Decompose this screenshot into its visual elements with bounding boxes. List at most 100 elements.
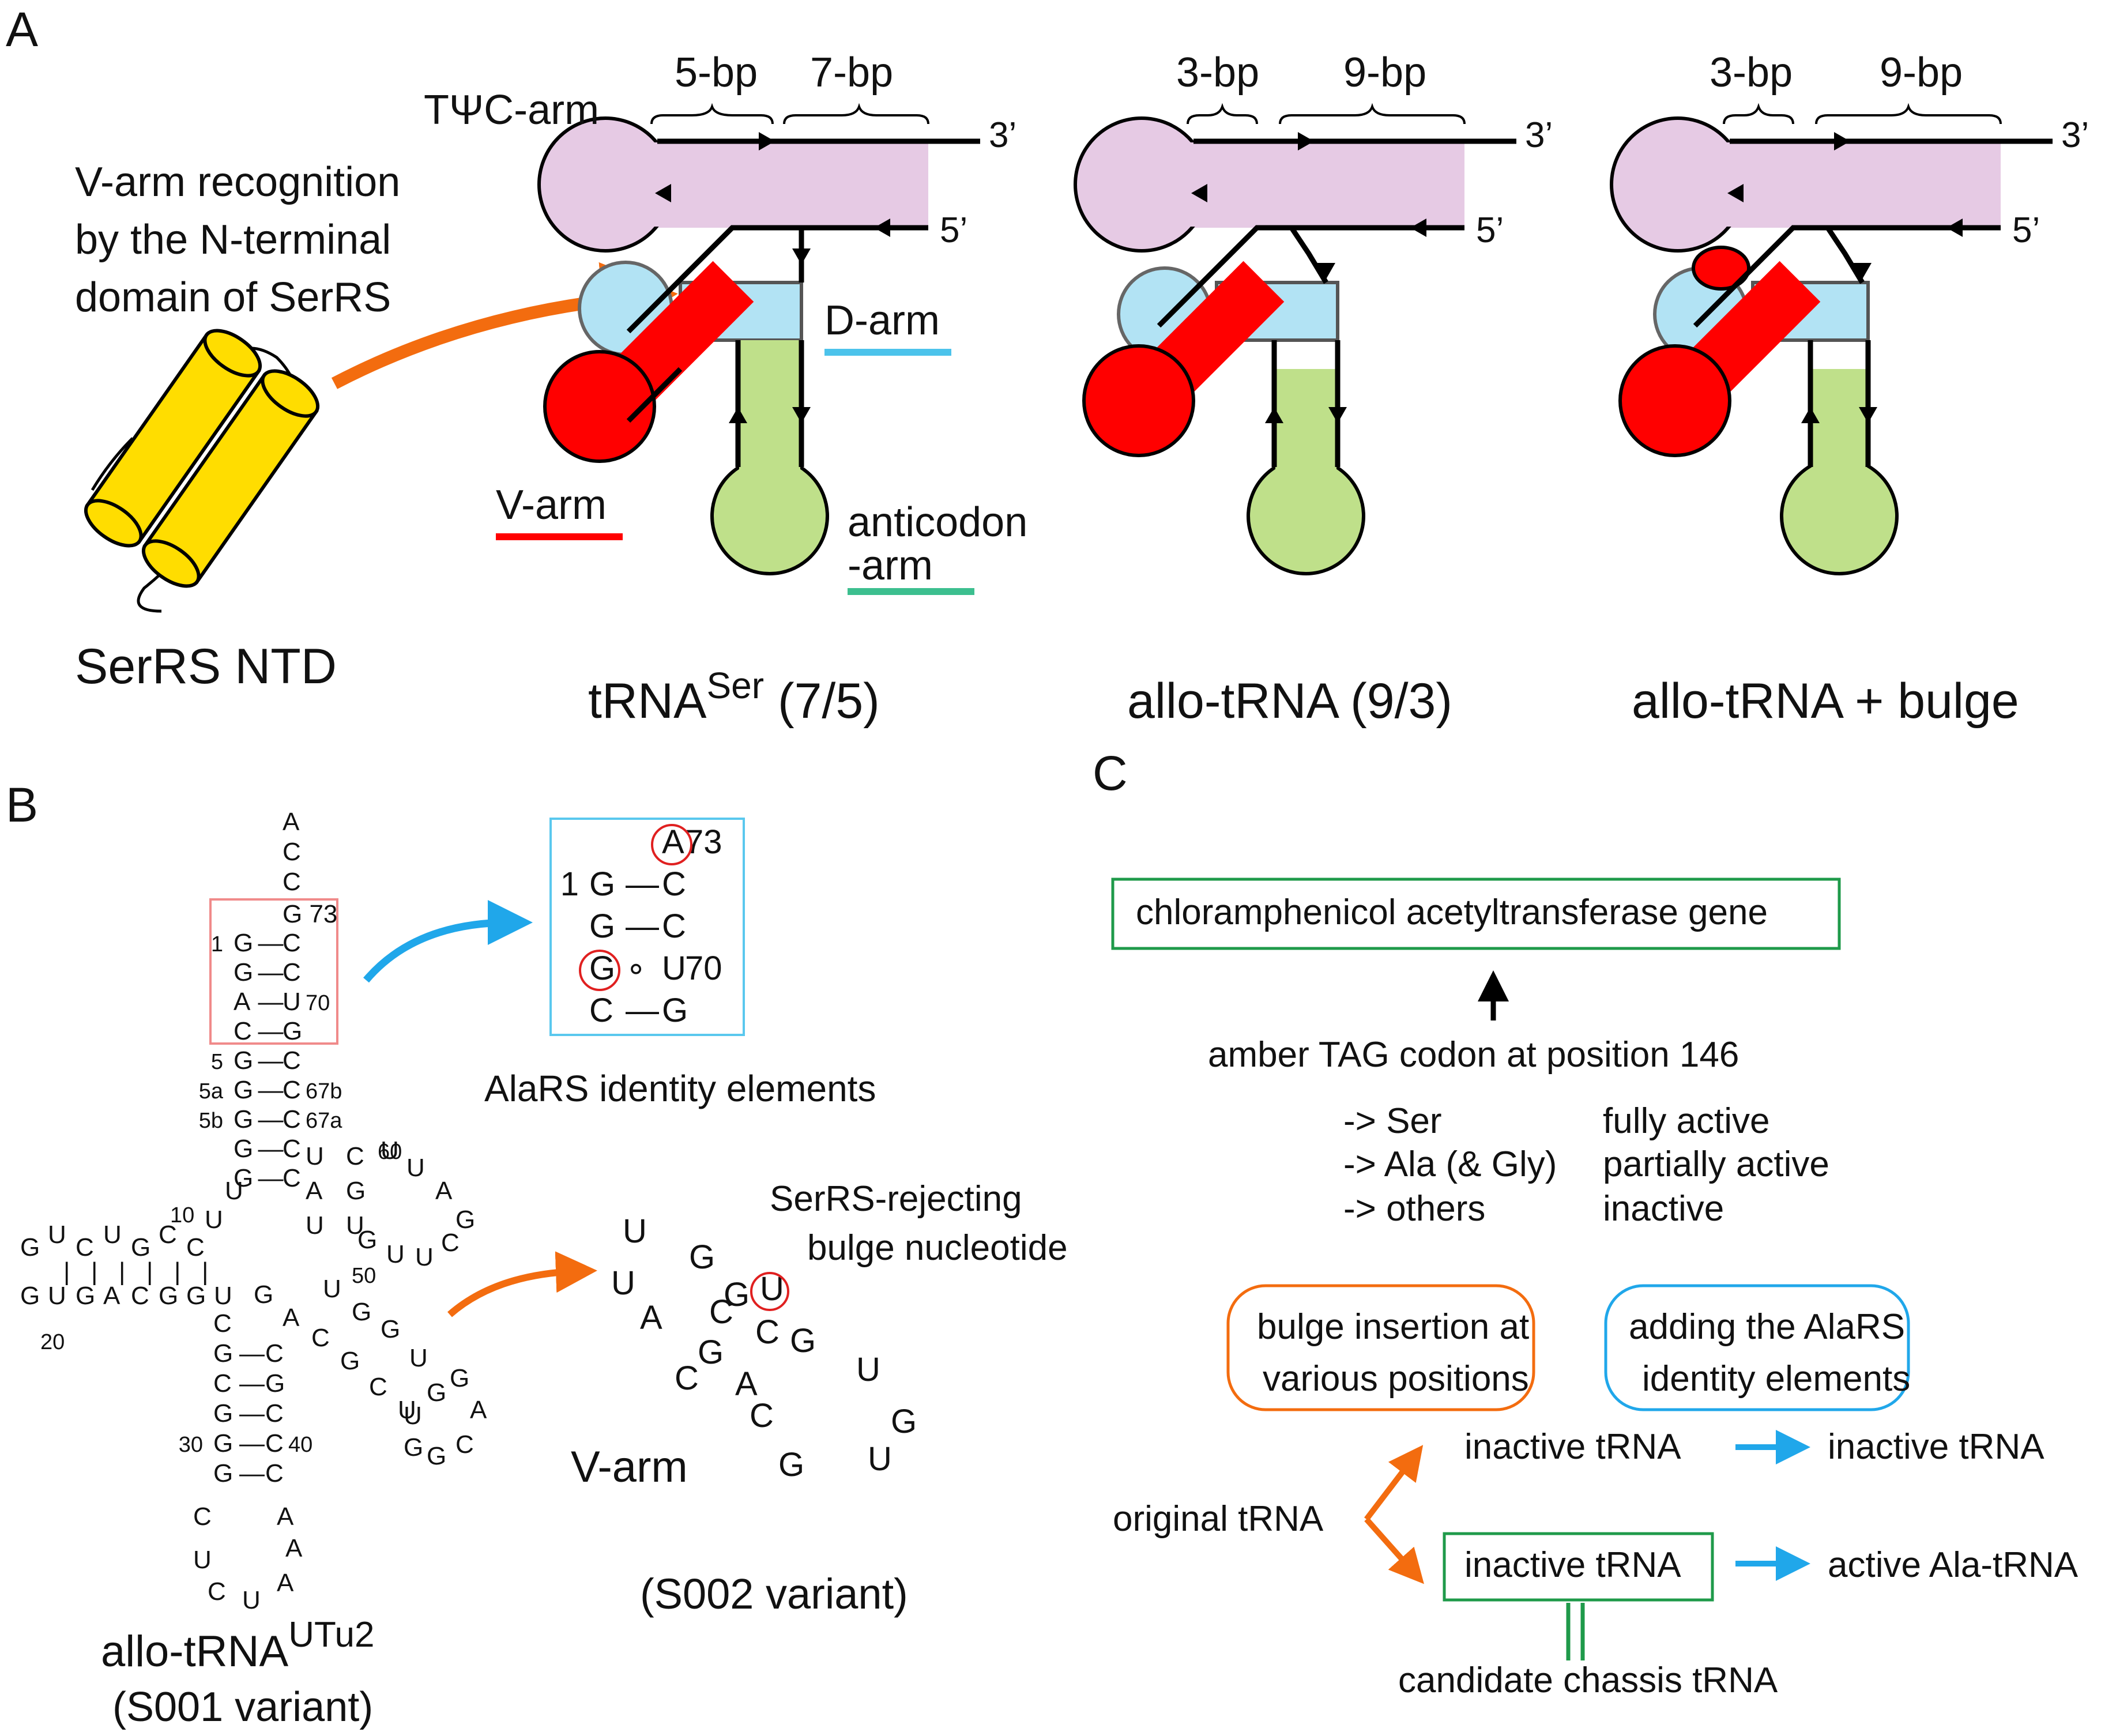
anticodon-loop-base: A: [285, 1534, 303, 1562]
pair-base-left: G: [234, 1076, 253, 1104]
lower-inactive-left: inactive tRNA: [1464, 1545, 1681, 1585]
v-loop-base: G: [427, 1442, 446, 1470]
end-5-s3: 5’: [2012, 210, 2040, 250]
original-trna: original tRNA: [1113, 1499, 1324, 1539]
bp-brace-left-s2: [1187, 103, 1258, 125]
v-arm-right-base: U: [409, 1344, 428, 1372]
pair-bond: —: [626, 865, 659, 903]
pair-base-right: C: [283, 929, 301, 957]
end-5-s2: 5’: [1476, 210, 1504, 250]
bp-left-s2: 3-bp: [1176, 50, 1259, 96]
varm-zoom-base: G: [698, 1334, 724, 1371]
gene-box: [1111, 878, 1841, 950]
pair-bond: —: [258, 1135, 284, 1163]
outcome-act-3: inactive: [1603, 1189, 1724, 1229]
v-arm-left-base: C: [369, 1373, 387, 1401]
anticodon-loop-base: U: [242, 1586, 261, 1614]
v-arm-right-base: G: [352, 1298, 371, 1326]
d-arm-bottom-base: U: [214, 1282, 232, 1310]
bulge-caption-1: SerRS-rejecting: [770, 1179, 1022, 1219]
pair-base-left: G: [234, 958, 253, 986]
varm-zoom-base: A: [735, 1365, 758, 1403]
pair-base-right: U: [283, 988, 301, 1016]
bp-brace-right-s1: [783, 103, 929, 125]
pair-bond: —: [626, 907, 659, 945]
pair-bond: —: [239, 1429, 265, 1458]
bulge-caption-2: bulge nucleotide: [807, 1228, 1068, 1268]
v-arm-right-base: G: [427, 1379, 446, 1407]
allo-trna-bulge-structure: [1610, 116, 2053, 575]
pair-base-left: A: [234, 988, 251, 1016]
pair-base-right: C: [265, 1339, 284, 1368]
bp-brace-right-s3: [1815, 103, 2002, 125]
varm-zoom-base: G: [891, 1403, 917, 1440]
pair-base-left: C: [213, 1309, 232, 1338]
pair-base-right: C: [283, 1105, 301, 1134]
pair-base-right: U: [662, 950, 686, 987]
t-loop-base: U: [415, 1243, 434, 1271]
v-loop-base: G: [404, 1433, 423, 1462]
pair-index: 1: [560, 865, 579, 903]
d-index: 20: [40, 1330, 65, 1354]
t-arm-right-base: U: [346, 1211, 364, 1240]
pair-base-left: G: [589, 950, 615, 987]
pair-base-left: C: [213, 1369, 232, 1398]
lower-active: active Ala-tRNA: [1828, 1545, 2079, 1585]
pair-base-left: G: [234, 929, 253, 957]
tpsic-arm-label: TΨC-arm: [424, 87, 599, 133]
pair-bond: ∘: [626, 950, 646, 987]
v-loop-base: G: [450, 1364, 469, 1392]
pair-index: 5b: [199, 1109, 223, 1133]
d-arm-top-base: U: [103, 1221, 122, 1249]
pair-base-right: G: [662, 992, 688, 1029]
t-loop-base: U: [386, 1240, 405, 1268]
pair-bond: —: [258, 1164, 284, 1192]
pair-base-left: G: [589, 865, 615, 903]
pair-index: 40: [288, 1433, 312, 1457]
v-arm-underline: [496, 533, 623, 540]
to-identity-arrow: [363, 900, 533, 983]
pair-base-left: G: [234, 1164, 253, 1192]
d-arm-bottom-base: A: [103, 1282, 121, 1310]
varm-zoom-base: G: [689, 1238, 715, 1276]
pair-base-right: C: [283, 1076, 301, 1104]
t-loop-base: A: [435, 1177, 453, 1205]
pair-bond: —: [239, 1399, 265, 1428]
varm-zoom-base: C: [675, 1360, 699, 1397]
pair-base-right: A: [662, 823, 684, 861]
acceptor-highlight-box: [209, 898, 338, 1045]
pair-index: 1: [211, 932, 223, 957]
gene-box-text: chloramphenicol acetyltransferase gene: [1136, 893, 1768, 932]
d-arm-bond: |: [202, 1257, 208, 1286]
chassis-box: [1443, 1532, 1714, 1602]
alars-identity-line-1: adding the AlaRS: [1629, 1307, 1905, 1347]
d-arm-top-base: G: [20, 1233, 40, 1261]
pair-bond: —: [239, 1369, 265, 1398]
d-arm-bottom-base: G: [186, 1282, 206, 1310]
pair-base-left: G: [234, 1046, 253, 1075]
v-arm-left-base: G: [340, 1347, 360, 1375]
d-arm-top-base: C: [186, 1233, 205, 1261]
v-arm-left-base: G: [254, 1281, 273, 1309]
pair-base-left: G: [213, 1339, 233, 1368]
bp-brace-left-s3: [1723, 103, 1794, 125]
t-loop-base: G: [357, 1226, 377, 1254]
pair-base-right: C: [283, 958, 301, 986]
pair-base-right: G: [265, 1369, 285, 1398]
t-arm-left-base: A: [306, 1177, 323, 1205]
pair-bond: —: [258, 1105, 284, 1134]
bulge-insertion-line-1: bulge insertion at: [1257, 1307, 1529, 1347]
linker-base: U: [205, 1206, 223, 1234]
g73-label: G 73: [283, 900, 337, 928]
varm-zoom-base: C: [709, 1293, 733, 1331]
identity-zoom-box: [549, 818, 745, 1036]
anticodon-arm-underline: [848, 588, 974, 595]
end-3-s1: 3’: [989, 115, 1016, 155]
pair-index: 30: [179, 1433, 203, 1457]
d-arm-bond: |: [119, 1257, 125, 1286]
bp-right-s2: 9-bp: [1343, 50, 1426, 96]
d-arm-bond: |: [174, 1257, 180, 1286]
d-arm-bond: |: [91, 1257, 97, 1286]
